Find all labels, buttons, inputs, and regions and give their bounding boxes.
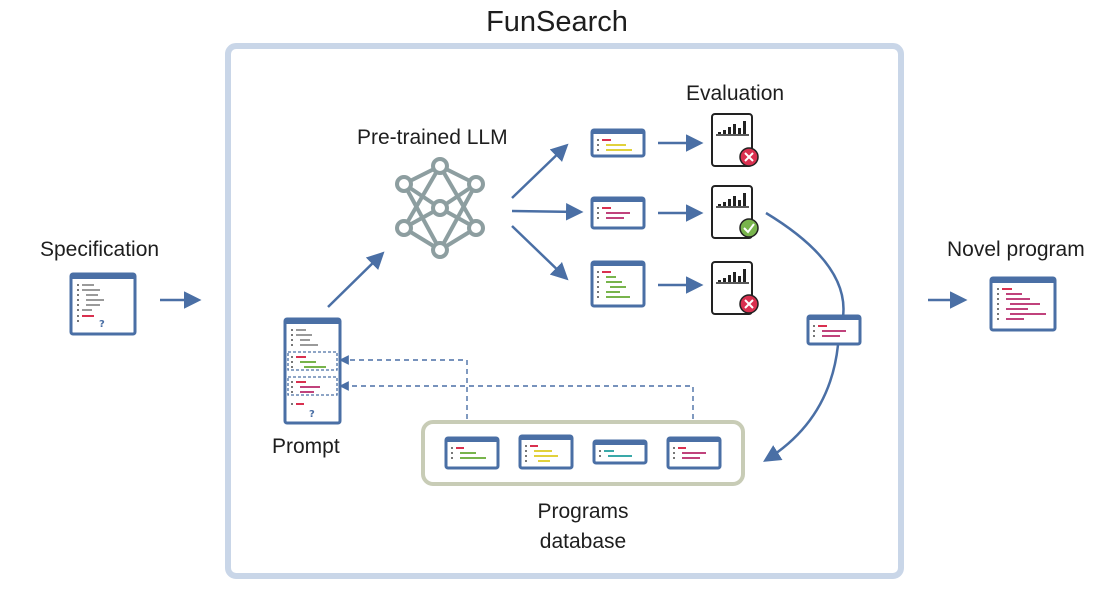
database-label-line-2: database bbox=[539, 530, 627, 553]
evaluation-label: Evaluation bbox=[686, 82, 785, 105]
generated-program-card-3 bbox=[590, 260, 646, 308]
diagram-title: FunSearch bbox=[486, 6, 628, 38]
feedback-curve-upper bbox=[765, 211, 845, 331]
db-to-prompt-connector-1 bbox=[339, 355, 468, 437]
database-program-2 bbox=[518, 434, 574, 470]
evaluation-fail-icon-2 bbox=[711, 261, 759, 315]
programs-database-box bbox=[421, 420, 745, 486]
prompt-label: Prompt bbox=[272, 435, 340, 458]
prompt-card: ? bbox=[283, 317, 342, 425]
evaluation-fail-icon-1 bbox=[711, 113, 759, 167]
specification-label: Specification bbox=[40, 238, 160, 261]
llm-label: Pre-trained LLM bbox=[357, 126, 508, 149]
neural-network-icon bbox=[395, 157, 485, 259]
generated-program-card-2 bbox=[590, 196, 646, 230]
specification-card: ? bbox=[69, 272, 137, 336]
database-program-4 bbox=[666, 436, 722, 470]
novel-program-label: Novel program bbox=[947, 238, 1085, 261]
feedback-curve-lower bbox=[763, 344, 840, 462]
programs-database-label: Programs database bbox=[503, 497, 663, 557]
llm-output-arrow-1 bbox=[511, 143, 569, 199]
database-program-1 bbox=[444, 436, 500, 470]
evaluation-pass-icon bbox=[711, 185, 759, 239]
prompt-placeholder-glyph: ? bbox=[309, 409, 315, 420]
spec-placeholder-glyph: ? bbox=[99, 319, 105, 330]
funsearch-frame bbox=[225, 43, 904, 579]
database-label-line-1: Programs bbox=[537, 500, 629, 523]
prompt-slot-2 bbox=[287, 376, 338, 396]
llm-output-arrow-2 bbox=[511, 203, 584, 221]
selected-program-card bbox=[806, 314, 862, 346]
novel-program-card bbox=[989, 276, 1057, 332]
generated-program-card-1 bbox=[590, 128, 646, 158]
prompt-to-llm-arrow bbox=[327, 251, 385, 308]
database-program-3 bbox=[592, 439, 648, 465]
llm-output-arrow-3 bbox=[511, 225, 569, 281]
prompt-slot-1 bbox=[287, 351, 338, 371]
